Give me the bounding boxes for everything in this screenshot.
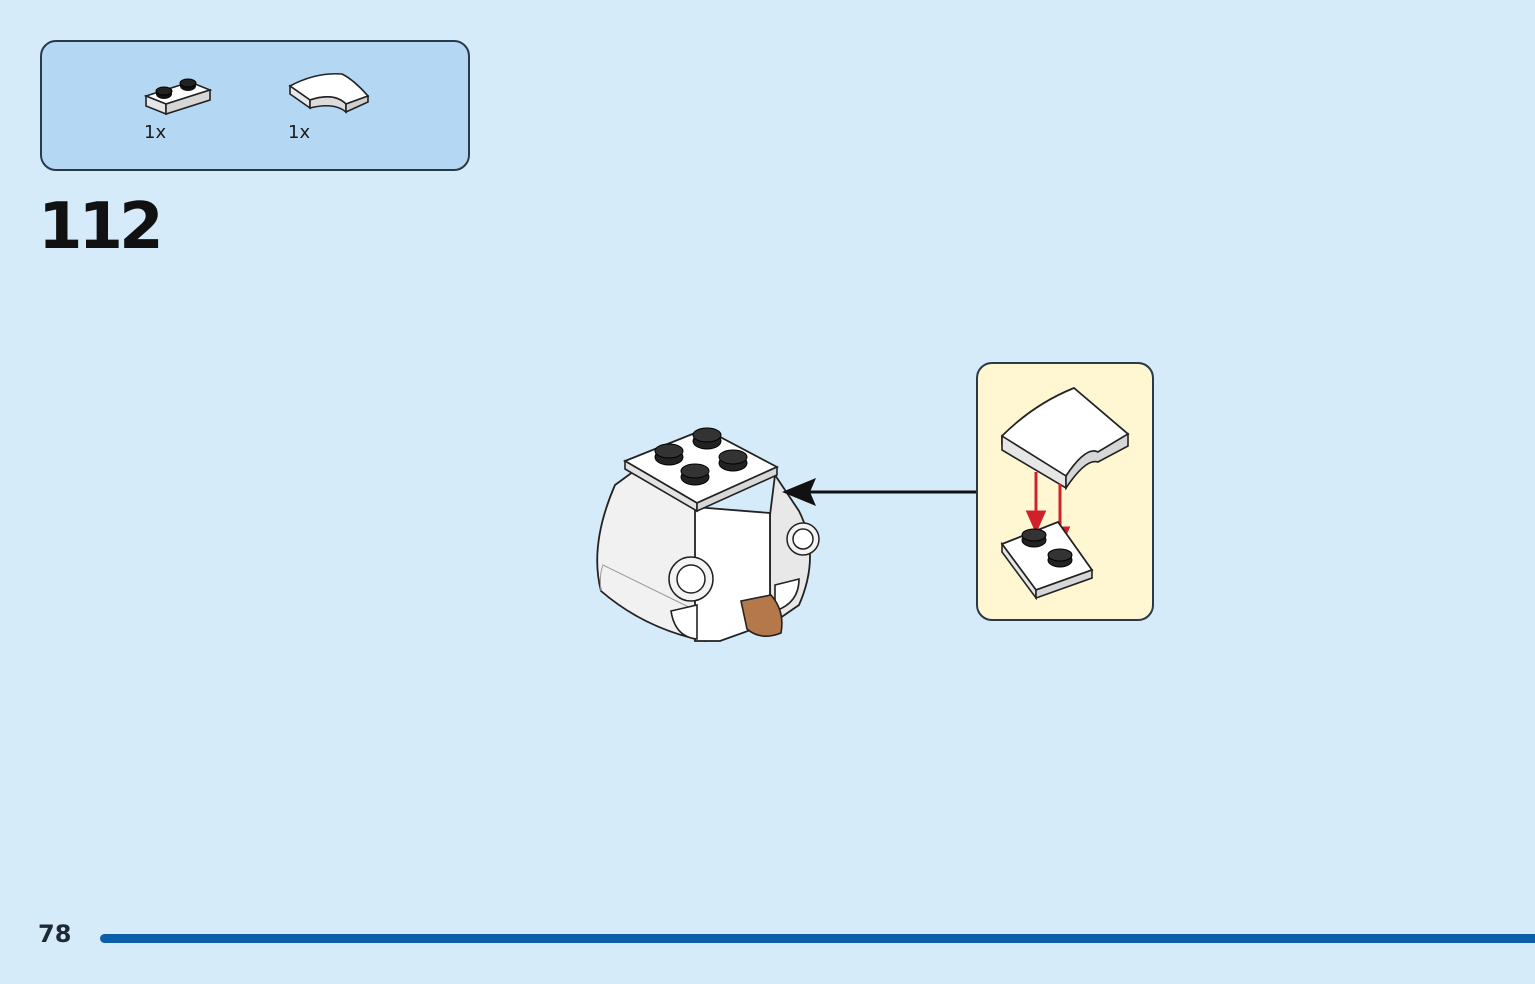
page-number: 78 xyxy=(38,920,72,948)
step-number: 112 xyxy=(38,190,164,264)
subassembly-callout xyxy=(976,362,1154,621)
plate-1x2-white-icon xyxy=(142,72,214,122)
curved-slope-1x2-white-icon xyxy=(286,70,372,122)
page-divider-bar xyxy=(100,934,1535,943)
part-quantity: 1x xyxy=(288,122,311,143)
parts-list-box: 1x 1x xyxy=(40,40,470,171)
subassembly-illustration xyxy=(1000,386,1130,601)
attach-arrow-icon xyxy=(780,476,978,512)
main-model-illustration xyxy=(585,415,825,654)
part-quantity: 1x xyxy=(144,122,167,143)
